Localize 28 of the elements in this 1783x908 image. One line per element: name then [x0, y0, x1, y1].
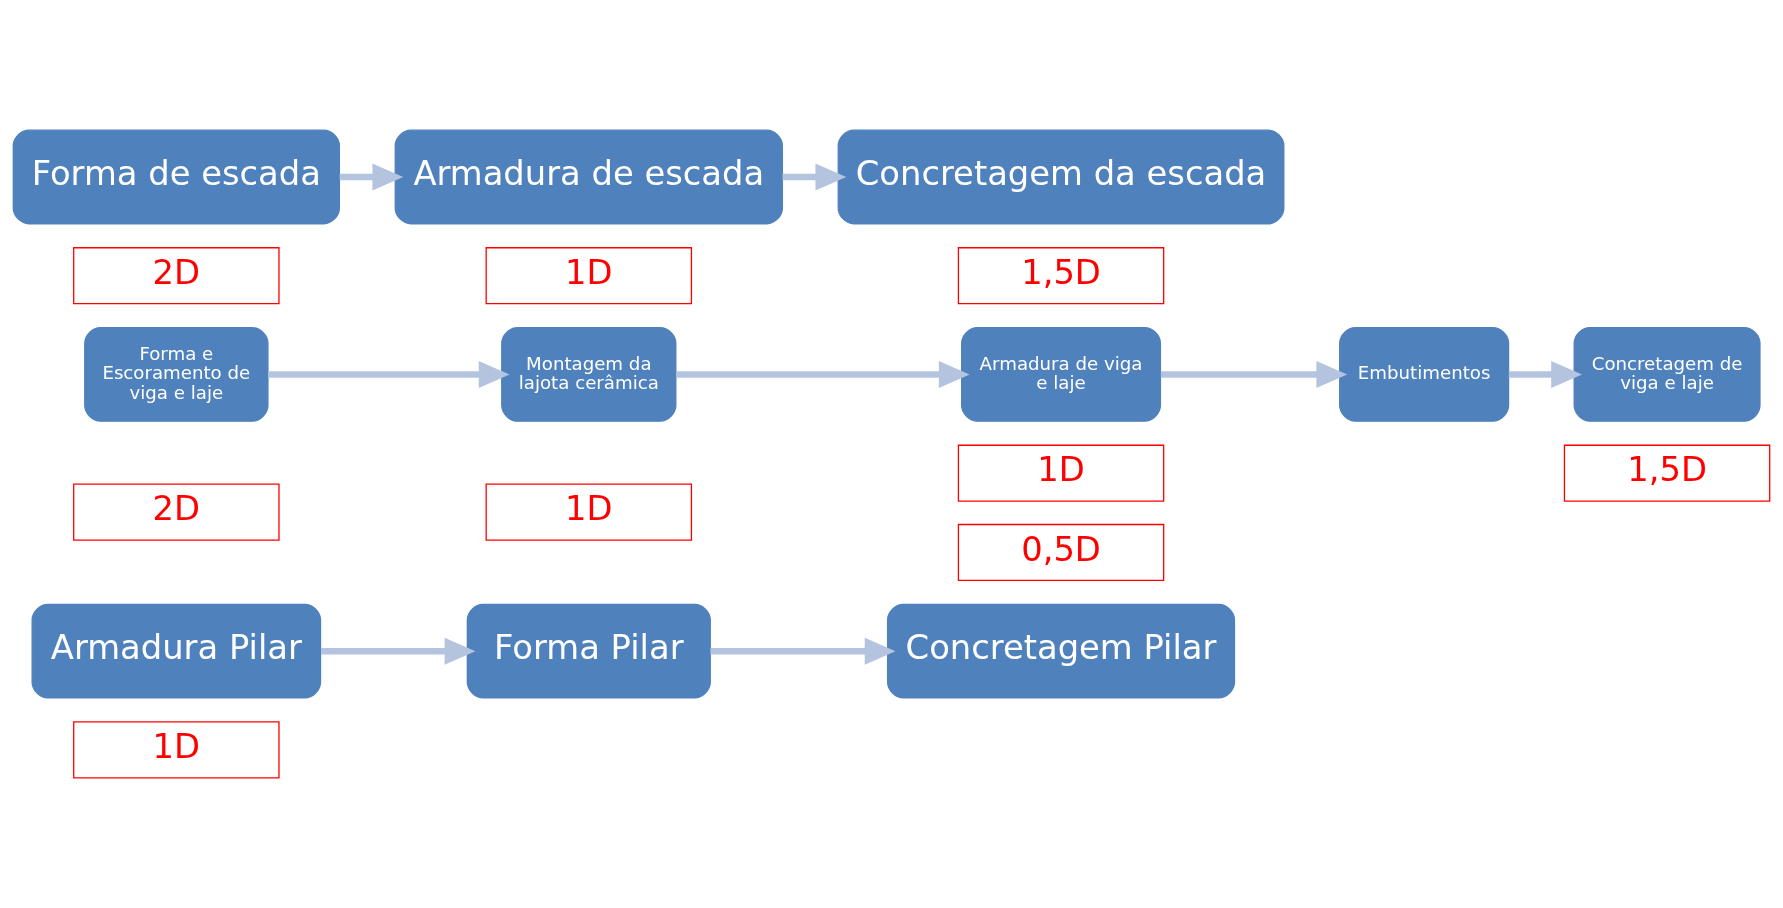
node-box: Forma Pilar — [466, 603, 711, 699]
arrow — [676, 360, 970, 388]
node-box: Forma e Escoramento de viga e laje — [84, 327, 269, 422]
arrow — [1160, 360, 1348, 388]
node-box: Armadura de escada — [394, 129, 783, 225]
node-box: 2D — [73, 247, 280, 305]
node-box: 1D — [485, 247, 693, 305]
node-box: Armadura de viga e laje — [961, 327, 1162, 422]
arrow — [782, 163, 847, 191]
node-box: Embutimentos — [1339, 327, 1510, 422]
node-box: 0,5D — [957, 523, 1165, 581]
node-box: Concretagem da escada — [837, 129, 1285, 225]
arrow — [1508, 360, 1583, 388]
node-box: 1,5D — [957, 247, 1165, 305]
node-box: Armadura Pilar — [31, 603, 322, 699]
arrow — [268, 360, 510, 388]
arrow — [710, 637, 896, 665]
node-box: Concretagem de viga e laje — [1573, 327, 1761, 422]
node-box: Montagem da lajota cerâmica — [501, 327, 677, 422]
node-box: 1,5D — [1563, 444, 1771, 502]
arrow — [339, 163, 404, 191]
node-box: Forma de escada — [12, 129, 341, 225]
node-box: 1D — [485, 483, 693, 541]
node-box: Concretagem Pilar — [886, 603, 1236, 699]
arrow — [321, 637, 476, 665]
node-box: 2D — [73, 483, 280, 541]
node-box: 1D — [957, 444, 1165, 502]
node-box: 1D — [73, 721, 280, 779]
